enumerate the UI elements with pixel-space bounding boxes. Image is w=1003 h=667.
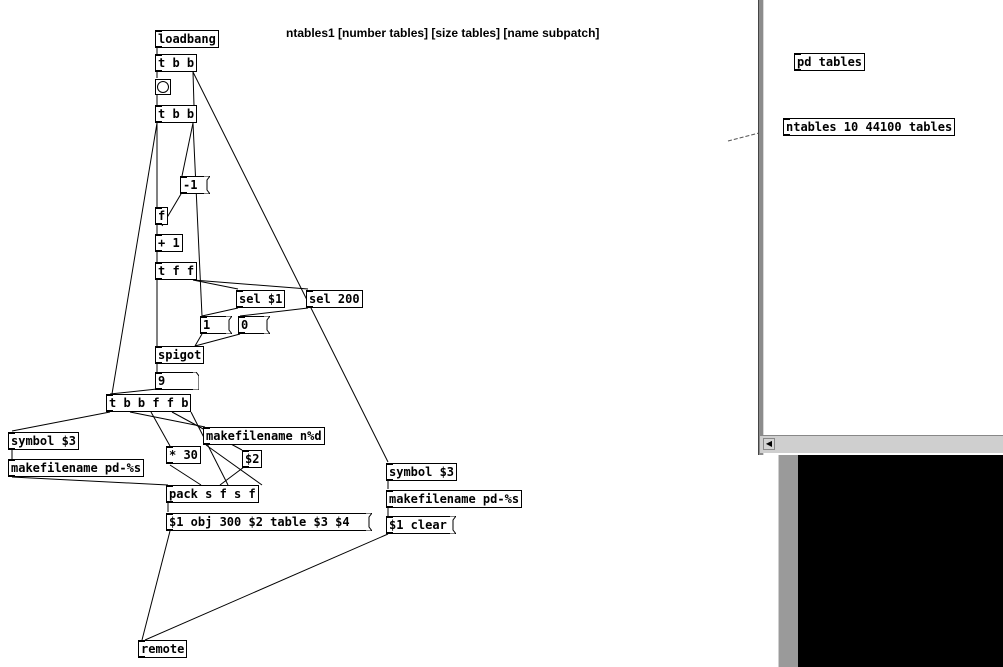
dark-window <box>778 455 1003 667</box>
symbol-object-2[interactable]: symbol $3 <box>386 463 458 481</box>
one-label: 1 <box>203 318 211 332</box>
select-200-object[interactable]: sel 200 <box>306 290 363 308</box>
trigger-bbffb-object[interactable]: t b b f f b <box>106 394 192 412</box>
bang-button[interactable] <box>155 79 171 95</box>
arrow-left-icon[interactable]: ◀ <box>763 438 775 450</box>
number-box-one[interactable]: 1 <box>200 316 232 334</box>
trigger-object-2[interactable]: t b b <box>155 105 198 123</box>
obj-creation-label: $1 obj 300 $2 table $3 $4 <box>169 515 350 529</box>
minus-one-label: -1 <box>183 178 198 192</box>
nine-label: 9 <box>158 374 166 388</box>
spigot-object[interactable]: spigot <box>155 346 205 364</box>
trigger-ff-object[interactable]: t f f <box>155 262 198 280</box>
number-box-nine[interactable]: 9 <box>155 372 199 390</box>
minus-one-message[interactable]: -1 <box>180 176 210 194</box>
ntables-object[interactable]: ntables 10 44100 tables <box>783 118 956 136</box>
makefilename-pd-object-1[interactable]: makefilename pd-%s <box>8 459 145 477</box>
second-patch-window[interactable] <box>758 0 1003 455</box>
zero-label: 0 <box>241 318 249 332</box>
horizontal-scrollbar[interactable]: ◀ <box>760 435 1003 453</box>
obj-creation-message[interactable]: $1 obj 300 $2 table $3 $4 <box>166 513 372 531</box>
clear-label: $1 clear <box>389 518 447 532</box>
dark-window-frame <box>778 455 798 667</box>
pack-object[interactable]: pack s f s f <box>166 485 259 503</box>
trigger-object-1[interactable]: t b b <box>155 54 198 72</box>
pd-tables-object[interactable]: pd tables <box>794 53 866 71</box>
makefilename-pd-object-2[interactable]: makefilename pd-%s <box>386 490 523 508</box>
bang-circle-icon <box>157 81 169 93</box>
plus-one-object[interactable]: + 1 <box>155 234 183 252</box>
window-frame <box>758 0 764 455</box>
loadbang-object[interactable]: loadbang <box>155 30 219 48</box>
float-object[interactable]: f <box>155 207 169 225</box>
remote-object[interactable]: remote <box>138 640 188 658</box>
dollar-two-object[interactable]: $2 <box>242 450 263 468</box>
symbol-object-1[interactable]: symbol $3 <box>8 432 80 450</box>
clear-message[interactable]: $1 clear <box>386 516 456 534</box>
times-30-object[interactable]: * 30 <box>166 446 201 464</box>
patch-comment: ntables1 [number tables] [size tables] [… <box>286 26 600 40</box>
makefilename-nd-object[interactable]: makefilename n%d <box>203 427 325 445</box>
number-box-zero[interactable]: 0 <box>238 316 270 334</box>
select-dollar-object[interactable]: sel $1 <box>236 290 286 308</box>
main-patch-canvas[interactable] <box>0 0 760 667</box>
